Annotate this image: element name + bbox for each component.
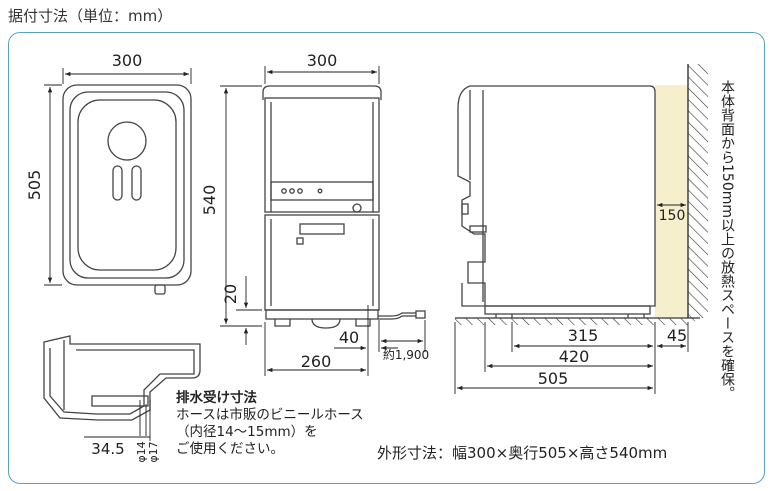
drain-note: 排水受け寸法 ホースは市販のビニールホース （内径14～15mm）を ご使用くだ…: [176, 390, 364, 458]
drain-note-line2: （内径14～15mm）を: [176, 424, 318, 440]
drain-distance-dimension: [264, 322, 366, 376]
side-dim-315: 315: [568, 326, 599, 345]
drain-inner-diameter-label: φ14: [135, 441, 148, 462]
cord-length-dimension: [381, 320, 426, 352]
drain-tray-drawing: [43, 335, 201, 421]
drain-offset-label: 40: [339, 328, 359, 347]
side-dim-45: 45: [667, 326, 687, 345]
side-dimensions: [454, 322, 689, 394]
leg-height-label: 20: [221, 284, 240, 304]
top-width-label: 300: [112, 51, 143, 70]
drain-offset-dimension: [334, 305, 398, 376]
front-height-dimension: [220, 85, 262, 327]
heat-space-note: 本体背面から150mm以上の放熱スペースを確保。: [719, 80, 735, 400]
cord-length-label: 約1,900: [383, 347, 429, 362]
top-depth-label: 505: [25, 170, 44, 201]
page-title: 据付寸法（単位：mm）: [8, 7, 173, 25]
heat-space-area: [655, 85, 688, 317]
leg-height-dimension: [236, 276, 262, 345]
top-view-depth-dimension: [44, 84, 62, 286]
drain-note-heading: 排水受け寸法: [176, 390, 257, 406]
clearance-label: 150: [659, 208, 686, 224]
external-dimensions: 外形寸法：幅300×奥行505×高さ540mm: [377, 444, 668, 462]
top-view-width-dimension: [62, 68, 192, 84]
side-view: [457, 85, 656, 318]
drain-detail-dimensions: [84, 400, 151, 441]
side-dim-505: 505: [538, 369, 569, 388]
floor-hatch: [455, 318, 695, 325]
front-width-dimension: [264, 66, 380, 84]
drain-height-label: 34.5: [91, 440, 124, 458]
front-height-label: 540: [200, 185, 219, 216]
top-view: [62, 84, 192, 295]
wall-hatch: [688, 64, 708, 318]
front-width-label: 300: [307, 51, 338, 70]
drain-note-line3: ご使用ください。: [176, 441, 284, 457]
drain-outer-diameter-label: φ17: [147, 441, 160, 462]
drain-distance-label: 260: [301, 352, 332, 371]
diagram-frame: [8, 32, 765, 484]
front-view: [262, 85, 426, 329]
side-dim-420: 420: [559, 347, 590, 366]
drain-note-line1: ホースは市販のビニールホース: [176, 407, 364, 423]
